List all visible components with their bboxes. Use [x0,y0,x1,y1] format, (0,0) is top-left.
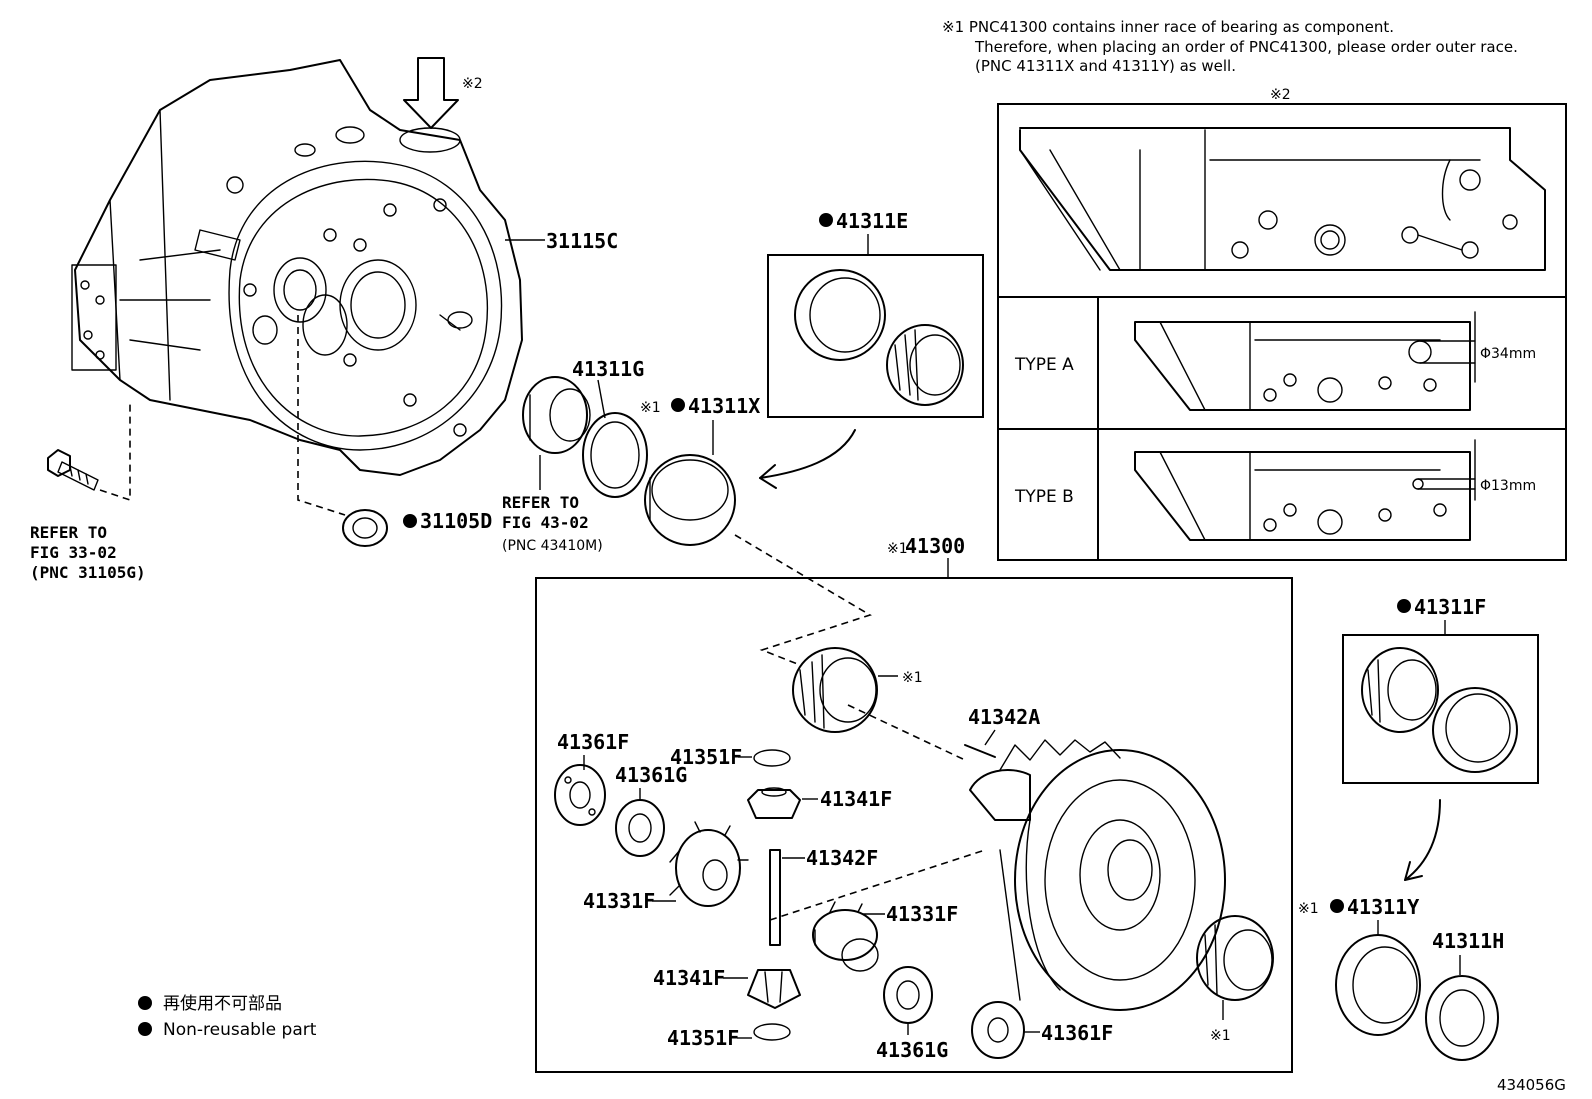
dim-type-a: Φ34mm [1480,346,1536,362]
part-label-41331F-b: 41331F [886,902,958,926]
bearing-41311F-box [1342,634,1539,784]
outer-race-41311Y [1335,934,1421,1036]
housing-detail-type-b [1134,439,1476,541]
mark1-41311X: ※1 [640,400,661,416]
mark2-arrow: ※2 [462,76,483,92]
type-a-label: TYPE A [1014,355,1074,375]
note1-line3: (PNC 41311X and 41311Y) as well. [975,57,1236,75]
ref1-line3: (PNC 31105G) [30,563,146,582]
part-label-41311G: 41311G [572,357,644,381]
type-b-label: TYPE B [1014,487,1074,507]
ref2-line2: FIG 43-02 [502,513,589,532]
note1-line2: Therefore, when placing an order of PNC4… [974,38,1518,56]
part-label-41311E: 41311E [836,209,908,233]
part-label-31115C: 31115C [546,229,618,253]
detail-box-title: ※2 [1270,87,1291,103]
bolt [47,449,99,491]
part-label-41351F-a: 41351F [670,745,742,769]
thrust-washer-41361F-a [554,764,606,826]
part-label-31105D: 31105D [420,509,492,533]
pinion-41341F-a [747,787,801,819]
washer-41351F-b [753,1023,791,1041]
bearing-41311G-group [522,376,648,498]
part-label-41342A: 41342A [968,705,1040,729]
legend-dot-en [138,1022,152,1036]
part-label-41331F-a: 41331F [583,889,655,913]
part-label-41342F: 41342F [806,846,878,870]
detail-box [997,103,1567,561]
mark1-41300: ※1 [887,541,908,557]
non-reusable-dot [1397,599,1411,613]
housing-detail-type-a [1134,311,1476,411]
legend-dot-jp [138,996,152,1010]
shim-41311H [1425,975,1499,1061]
differential-assembly-box [535,577,1293,1073]
mark1-bearing-bottom: ※1 [1210,1028,1231,1044]
mark1-41311Y: ※1 [1298,901,1319,917]
pinion-shaft-41342F [769,849,781,946]
side-gear-41331F-b [812,901,879,972]
part-label-41361F-a: 41361F [557,730,629,754]
outer-race-41311X [644,454,736,546]
down-arrow-icon [403,57,459,129]
part-label-41341F-b: 41341F [653,966,725,990]
ref1-line2: FIG 33-02 [30,543,117,562]
part-label-41311Y: 41311Y [1347,895,1419,919]
differential-case [969,739,1226,1011]
part-label-41341F-a: 41341F [820,787,892,811]
bearing-41311E-box [767,254,984,418]
non-reusable-dot [671,398,685,412]
side-gear-41331F-a [669,821,749,907]
thrust-washer-41361F-b [971,1001,1025,1059]
dim-type-b: Φ13mm [1480,478,1536,494]
inner-bearing-top [792,647,878,733]
part-label-41351F-b: 41351F [667,1026,739,1050]
washer-41361G-b [883,966,933,1024]
transaxle-housing [71,59,523,476]
inner-bearing-bottom [1196,915,1274,1001]
mark1-bearing-top: ※1 [902,670,923,686]
figure-id: 434056G [1497,1076,1566,1094]
oil-seal [342,509,388,547]
washer-41361G-a [615,799,665,857]
washer-41351F-a [753,749,791,767]
bearing-41311F [1361,647,1518,773]
part-label-41311H: 41311H [1432,929,1504,953]
part-label-41361G-a: 41361G [615,763,687,787]
part-label-41311X: 41311X [688,394,760,418]
non-reusable-dot [1330,899,1344,913]
non-reusable-dot [819,213,833,227]
pinion-41341F-b [747,969,801,1009]
legend-en: Non-reusable part [163,1020,317,1040]
legend-jp: 再使用不可部品 [163,993,282,1014]
housing-detail-top [1019,127,1546,271]
part-label-41361F-b: 41361F [1041,1021,1113,1045]
ref2-line3: (PNC 43410M) [502,538,603,554]
part-label-41300: 41300 [905,534,965,558]
ref1-line1: REFER TO [30,523,107,542]
note1-line1: ※1 PNC41300 contains inner race of beari… [942,18,1394,36]
part-label-41361G-b: 41361G [876,1038,948,1062]
non-reusable-dot [403,514,417,528]
bearing-41311E [794,269,964,406]
part-label-41311F: 41311F [1414,595,1486,619]
ref2-line1: REFER TO [502,493,579,512]
